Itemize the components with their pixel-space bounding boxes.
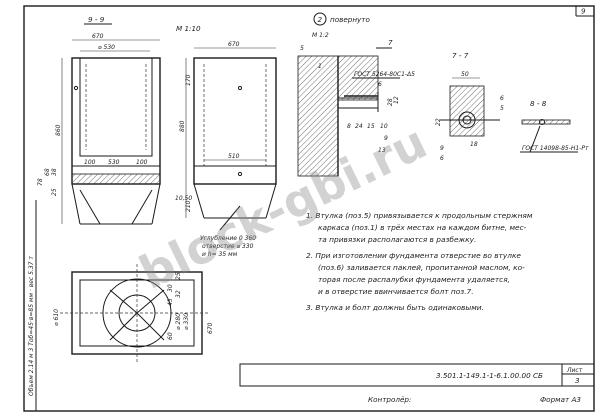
dim-10: 10 [380,123,388,130]
section-9-9-label: 9 - 9 [88,15,105,24]
dim-100-b: 100 [136,159,148,166]
dim-18: 18 [470,141,478,148]
title-format: Формат А3 [540,395,581,404]
dim-30: 30 [167,284,174,292]
pos-6-b: 6 [500,95,504,102]
dim-670-top: 670 [92,33,104,40]
dim-15: 15 [367,123,375,130]
dim-68: 68 [44,168,51,176]
dim-d330: ⌀ 330 [183,313,190,330]
scale-1-10-label: М 1:10 [176,24,201,33]
callout-7: 7 [388,38,393,47]
note-3: 3. Втулка и болт должны быть одинаковыми… [306,303,484,312]
dim-38: 38 [51,168,58,176]
dim-50: 50 [461,71,469,78]
section-8-8-label: 8 - 8 [530,99,547,108]
dim-670-mid: 670 [228,41,240,48]
note-2-line-4: и в отверстие ввинчивается болт поз.7. [318,287,474,296]
title-checked: Контролёр: [368,395,411,404]
dim-170: 170 [185,74,192,86]
dim-8: 8 [347,123,351,130]
note-1-line-2: каркаса (поз.1) в трёх местах на каждом … [318,223,527,232]
stamp-note-3: и h= 35 мм [202,251,238,258]
dim-22: 22 [435,118,442,126]
dim-d610: ⌀ 610 [53,309,60,326]
title-code: 3.501.1-149.1-1-6.1.00.00 СБ [436,371,543,380]
dim-860: 860 [55,124,62,136]
note-1-line-1: 1. Втулка (поз.5) привязывается к продол… [306,211,533,220]
pos-5-b: 5 [500,105,504,112]
dim-d530: ⌀ 530 [98,44,115,51]
dim-530-b: 530 [108,159,120,166]
pos-13: 13 [378,147,386,154]
dim-60: 60 [167,332,174,340]
dim-28: 28 [387,98,394,106]
pos-9-b: 9 [440,145,444,152]
note-2-line-1: 2. При изготовлении фундамента отверстие… [306,251,521,260]
watermark: block-gbi.ru [131,115,435,300]
section-7-7-label: 7 - 7 [452,51,469,60]
dim-24: 24 [355,123,363,130]
gost-b-label: ГОСТ 14098-85-Н1-Рт [522,145,589,152]
dim-45: 45 [167,298,174,306]
stamp-note-2: отверстие ⌀ 330 [202,243,254,250]
callout-circle [313,12,327,26]
dim-32: 32 [175,290,182,298]
dim-25: 25 [51,188,58,196]
pos-5-a: 5 [300,45,304,52]
margin-text: Объем 2.14 м 3 Тоб=45·в=85 мм · вес 5.37… [28,256,35,396]
note-1-line-3: та привязки располагаются в разбежку. [318,235,476,244]
note-2-line-3: торая после распалубки фундамента удаляе… [318,275,510,284]
dim-880: 880 [179,120,186,132]
dim-670-v: 670 [207,322,214,334]
callout-number: 2 [318,15,323,24]
view-section-9-9: 9 - 9 670 ⌀ 530 100 530 100 860 38 68 78… [37,15,161,225]
plan-view: ⌀ 610 ⌀ 280 ⌀ 330 670 30 45 60 32 25 [53,264,214,362]
section-7-7: 7 - 7 50 6 5 22 18 9 6 [435,51,504,162]
pos-6-a: 6 [378,81,382,88]
pos-9-a: 9 [384,135,388,142]
section-8-8: 8 - 8 ГОСТ 14098-85-Н1-Рт [520,99,589,153]
title-sheet-label: Лист [566,367,583,374]
detail-rotated-label: повернуто [330,15,370,24]
notes-block: 1. Втулка (поз.5) привязывается к продол… [306,211,533,312]
sheet-number: 9 [581,7,586,16]
detail-2: 2 повернуто М 1:2 7 ГОСТ 5264-80С1-Δ5 6 … [297,12,415,177]
view-front: М 1:10 670 510 880 170 210 10,50 Углубле… [175,24,277,258]
title-block: 3.501.1-149.1-1-6.1.00.00 СБ Лист 3 Конт… [239,363,595,404]
sheet-frame [23,5,595,412]
dim-12: 12 [393,96,400,104]
title-sheet-value: 3 [575,376,580,385]
note-2-line-2: (поз.6) заливается паклей, пропитанной м… [318,263,525,272]
dim-100-a: 100 [84,159,96,166]
dim-25-b: 25 [175,272,182,280]
stamp-note-1: Углубление 0 360 [200,235,256,242]
dim-210: 210 [185,200,192,212]
dim-78: 78 [37,178,44,186]
dim-510: 510 [228,153,240,160]
gost-a-label: ГОСТ 5264-80С1-Δ5 [354,71,415,78]
pos-6-c: 6 [440,155,444,162]
dim-d280: ⌀ 280 [175,313,182,330]
pos-1: 1 [318,63,322,70]
dim-10-50: 10,50 [175,195,192,202]
detail-scale: М 1:2 [312,32,329,39]
